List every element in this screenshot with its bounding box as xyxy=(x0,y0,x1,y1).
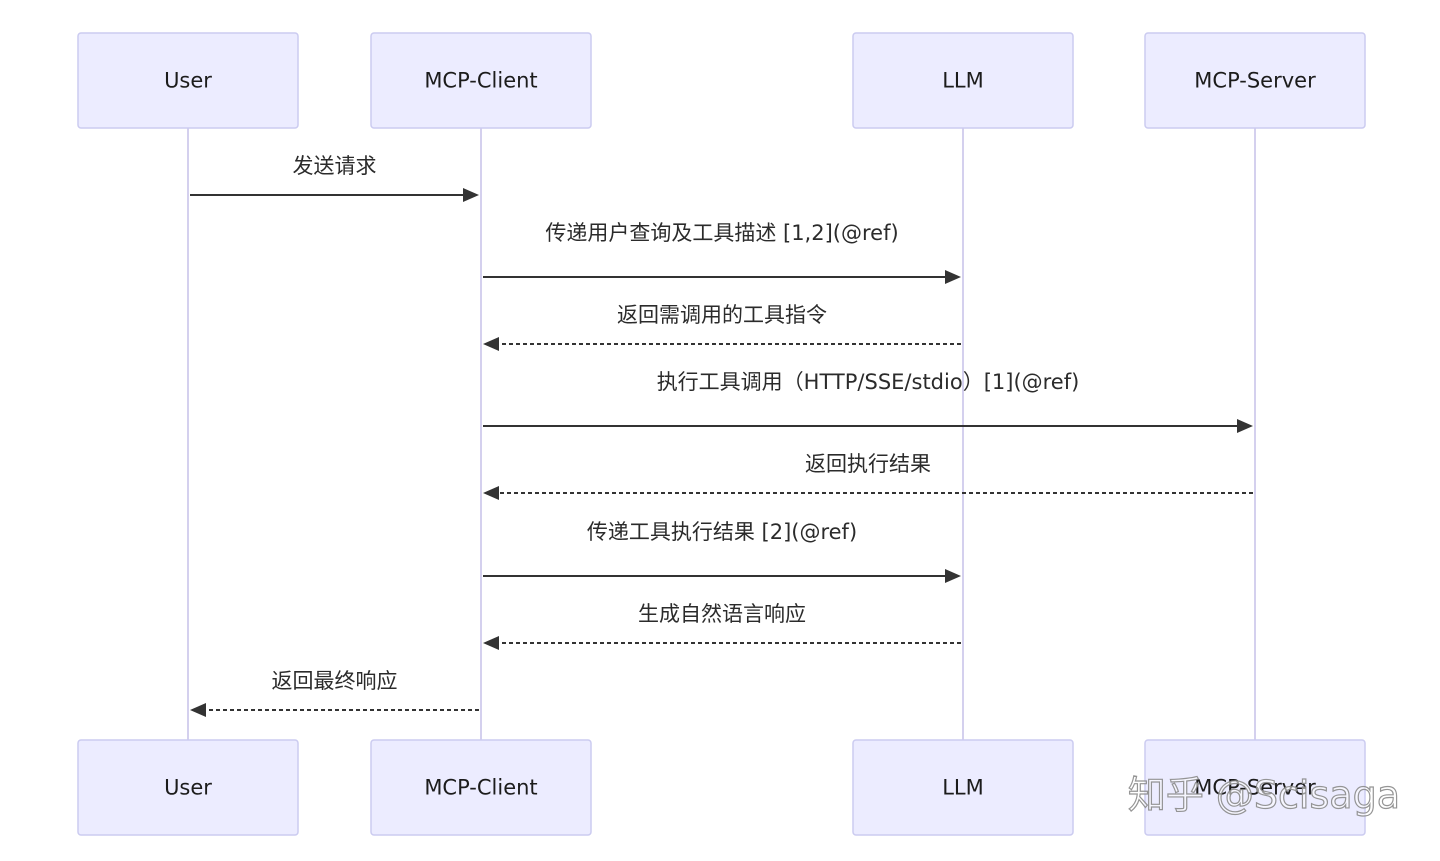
arrowhead xyxy=(483,337,499,351)
participant-llm-bottom: LLM xyxy=(852,739,1074,836)
actors-bottom: User MCP-Client LLM MCP-Server xyxy=(77,739,1366,836)
participant-label: User xyxy=(164,69,212,93)
lifelines xyxy=(187,128,1256,740)
participant-server-top: MCP-Server xyxy=(1144,32,1366,129)
participant-box xyxy=(1144,739,1366,836)
message-label: 返回执行结果 xyxy=(805,452,931,476)
participant-label: LLM xyxy=(942,776,984,800)
message-6: 传递工具执行结果 [2](@ref) xyxy=(483,520,961,583)
participant-box xyxy=(852,32,1074,129)
participant-box xyxy=(370,739,592,836)
message-1: 发送请求 xyxy=(190,154,479,202)
arrowhead xyxy=(190,703,206,717)
arrowhead xyxy=(483,486,499,500)
participant-box xyxy=(77,32,299,129)
message-3: 返回需调用的工具指令 xyxy=(483,303,961,351)
participant-client-bottom: MCP-Client xyxy=(370,739,592,836)
message-label: 返回需调用的工具指令 xyxy=(617,303,827,327)
message-label: 执行工具调用（HTTP/SSE/stdio）[1](@ref) xyxy=(657,370,1080,394)
participant-label: MCP-Client xyxy=(424,69,537,93)
participant-box xyxy=(1144,32,1366,129)
participant-box xyxy=(370,32,592,129)
message-label: 返回最终响应 xyxy=(272,669,398,693)
message-2: 传递用户查询及工具描述 [1,2](@ref) xyxy=(483,221,961,284)
participant-box xyxy=(77,739,299,836)
message-label: 传递用户查询及工具描述 [1,2](@ref) xyxy=(545,221,898,245)
arrowhead xyxy=(463,188,479,202)
arrowhead xyxy=(945,270,961,284)
participant-llm-top: LLM xyxy=(852,32,1074,129)
arrowhead xyxy=(1237,419,1253,433)
participant-label: LLM xyxy=(942,69,984,93)
watermark-text: 知乎 @Scisaga xyxy=(1128,773,1400,817)
message-7: 生成自然语言响应 xyxy=(483,602,961,650)
participant-label: MCP-Server xyxy=(1194,776,1316,800)
participant-user-top: User xyxy=(77,32,299,129)
participant-label: MCP-Server xyxy=(1194,69,1316,93)
message-5: 返回执行结果 xyxy=(483,452,1253,500)
participant-label: MCP-Client xyxy=(424,776,537,800)
message-4: 执行工具调用（HTTP/SSE/stdio）[1](@ref) xyxy=(483,370,1253,433)
message-label: 生成自然语言响应 xyxy=(638,602,806,626)
participant-label: User xyxy=(164,776,212,800)
message-label: 发送请求 xyxy=(293,154,377,178)
message-label: 传递工具执行结果 [2](@ref) xyxy=(587,520,857,544)
participant-box xyxy=(852,739,1074,836)
participant-client-top: MCP-Client xyxy=(370,32,592,129)
message-8: 返回最终响应 xyxy=(190,669,479,717)
participant-user-bottom: User xyxy=(77,739,299,836)
participant-server-bottom: MCP-Server xyxy=(1144,739,1366,836)
arrowhead xyxy=(945,569,961,583)
actors-top: User MCP-Client LLM MCP-Server xyxy=(77,32,1366,129)
arrowhead xyxy=(483,636,499,650)
